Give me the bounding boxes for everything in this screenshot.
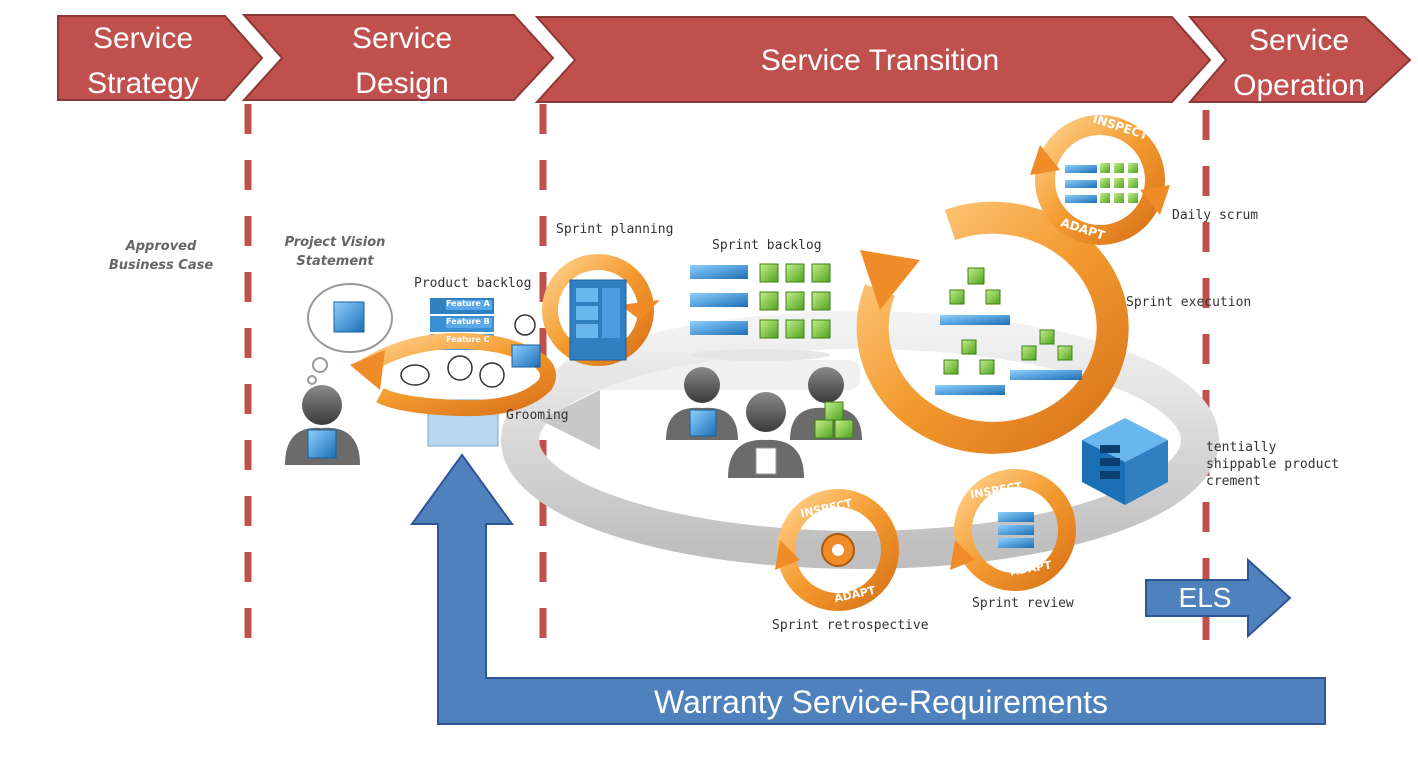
gear-icon <box>821 533 855 567</box>
els-label: ELS <box>1178 582 1232 613</box>
sprint-retrospective-label: Sprint retrospective <box>772 618 929 633</box>
loop-arrowhead <box>540 390 600 450</box>
project-vision-label: Project Vision Statement <box>270 234 400 272</box>
chevron-service-strategy <box>57 15 264 101</box>
sprint-execution-illustration <box>856 201 1129 454</box>
sprint-backlog-label: Sprint backlog <box>712 238 822 253</box>
product-backlog-illustration <box>285 283 556 465</box>
warranty-arrow <box>410 453 1326 725</box>
increment-label: tentially shippable product crement <box>1206 440 1339 491</box>
increment-cube-icon <box>1082 418 1168 505</box>
phase-operation-line2: Operation <box>1233 69 1365 102</box>
sprint-planning-label: Sprint planning <box>556 222 674 237</box>
warranty-label: Warranty Service-Requirements <box>653 684 1109 720</box>
phase-label-strategy: Service Strategy <box>62 16 224 106</box>
phase-operation-line1: Service <box>1248 24 1350 57</box>
phase-strategy-line2: Strategy <box>87 67 199 100</box>
phase-label-transition: Service Transition <box>580 38 1180 83</box>
phase-design-line2: Design <box>355 67 449 100</box>
sprint-planning-illustration <box>542 254 660 366</box>
approved-line2: Business Case <box>108 257 214 273</box>
daily-scrum-label: Daily scrum <box>1172 208 1259 223</box>
grooming-ring <box>355 332 556 417</box>
sprint-execution-label: Sprint execution <box>1126 295 1252 310</box>
chevron-service-transition <box>534 16 1212 103</box>
phase-strategy-line1: Service <box>92 22 194 55</box>
increment-line1: tentially <box>1206 440 1277 455</box>
grooming-label: Grooming <box>506 408 569 423</box>
phase-label-operation: Service Operation <box>1218 18 1380 108</box>
daily-scrum-illustration <box>1030 115 1170 245</box>
sprint-review-illustration <box>950 469 1076 591</box>
increment-line2: shippable product <box>1206 456 1340 472</box>
vision-line2: Statement <box>296 253 374 269</box>
phase-label-design: Service Design <box>290 16 514 106</box>
sprint-backlog-illustration <box>690 263 831 361</box>
els-arrow <box>1145 557 1292 639</box>
thought-bubble <box>307 283 393 385</box>
chevron-service-design <box>241 14 555 101</box>
phase-design-line1: Service <box>351 22 453 55</box>
increment-line3: crement <box>1206 473 1261 489</box>
feature-b-label: Feature B <box>446 317 490 326</box>
vision-line1: Project Vision <box>284 235 386 250</box>
sprint-retrospective-illustration <box>775 489 899 611</box>
feature-a-label: Feature A <box>446 299 490 308</box>
scrum-team-figures <box>666 367 862 478</box>
phase-transition-line1: Service Transition <box>760 44 1000 77</box>
approved-business-case-label: Approved Business Case <box>96 238 226 276</box>
sprint-review-label: Sprint review <box>972 596 1074 611</box>
approved-line1: Approved <box>125 239 197 254</box>
product-backlog-label: Product backlog <box>414 276 532 291</box>
phase-chevrons <box>57 14 1412 103</box>
product-owner-figure <box>285 385 360 465</box>
feature-list: Feature A Feature B Feature C <box>446 299 492 353</box>
chevron-service-operation <box>1187 16 1412 103</box>
feature-c-label: Feature C <box>446 335 490 344</box>
